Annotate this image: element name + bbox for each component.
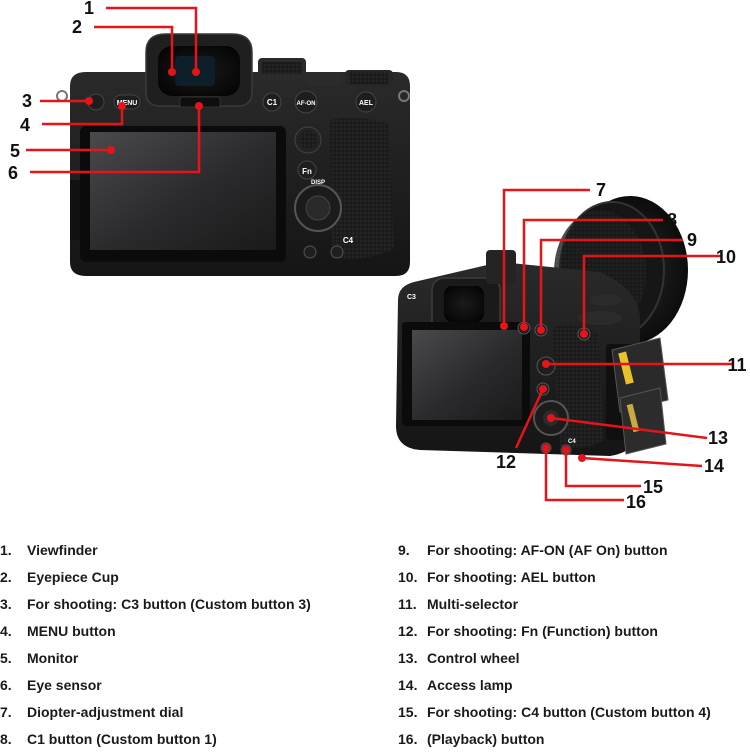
legend-item: 3. For shooting: C3 button (Custom button… [0,592,380,619]
callout-16: 16 [626,492,646,512]
legend-item: 1. Viewfinder [0,538,380,565]
legend-text: MENU button [27,623,116,639]
legend-text: For shooting: AEL button [427,569,596,585]
legend-number: 2. [0,569,12,585]
callout-6: 6 [8,163,18,183]
callout-2: 2 [72,17,82,37]
legend-item: 7. Diopter-adjustment dial [0,700,380,727]
leader-8 [522,218,663,326]
leader-9 [539,238,683,329]
legend-number: 14. [398,677,418,693]
callout-8: 8 [667,210,677,230]
c4-small-label: C4 [568,439,576,445]
callout-11: 11 [727,355,746,375]
legend-number: 13. [398,650,418,666]
leader-12 [514,388,545,449]
legend-number: 1. [0,542,12,558]
leader-4 [42,106,124,126]
legend-number: 5. [0,650,12,666]
legend-text: For shooting: C4 button (Custom button 4… [427,704,711,720]
c4-label: C4 [343,236,354,245]
legend-item: 12. For shooting: Fn (Function) button [398,619,750,646]
c3-small-label: C3 [407,294,416,301]
legend-item: 5. Monitor [0,646,380,673]
legend-number: 11. [398,596,417,612]
legend-number: 6. [0,677,12,693]
legend-item: 14. Access lamp [398,673,750,700]
legend-text: Multi-selector [427,596,519,612]
legend-item: 8. C1 button (Custom button 1) [0,727,380,754]
callout-13: 13 [708,428,728,448]
legend-text: Eyepiece Cup [27,569,119,585]
leader-16 [544,448,624,502]
memory-card-back [619,387,667,455]
callout-10: 10 [716,247,736,267]
legend-text: For shooting: C3 button (Custom button 3… [27,596,311,612]
ael-label: AEL [359,100,374,107]
legend-number: 4. [0,623,12,639]
leader-2 [94,25,174,71]
legend-left-column: 1. Viewfinder 2. Eyepiece Cup 3. For shooti… [0,538,380,754]
camera-angle-view: C3 C4 [396,196,688,461]
callout-12: 12 [496,452,516,472]
legend-item: 11. Multi-selector [398,592,750,619]
leader-13 [550,416,708,440]
legend-number: 10. [398,569,418,585]
callout-5: 5 [10,141,20,161]
callout-dots [85,68,588,462]
leader-1 [106,6,198,71]
legend-item: 2. Eyepiece Cup [0,565,380,592]
legend-text: For shooting: AF-ON (AF On) button [427,542,668,558]
leader-10 [582,254,722,333]
callout-15: 15 [643,477,663,497]
legend-number: 7. [0,704,12,720]
legend-number: 9. [398,542,410,558]
legend-text: Eye sensor [27,677,102,693]
callout-3: 3 [22,91,32,111]
legend-text: (Playback) button [427,731,545,747]
legend-text: C1 button (Custom button 1) [27,731,217,747]
camera-rear-view: Fn DISP C4 MENU C1 AF-ON AEL [56,33,410,276]
legend-text: For shooting: Fn (Function) button [427,623,658,639]
c1-label: C1 [267,98,278,107]
leader-7 [502,188,590,326]
legend-item: 15. For shooting: C4 button (Custom butto… [398,700,750,727]
legend-number: 16. [398,731,418,747]
callout-7: 7 [596,180,606,200]
callout-numbers: 1 2 3 4 5 6 7 8 9 10 11 12 13 14 15 16 [8,0,747,512]
callout-14: 14 [704,456,724,476]
camera-diagram: Fn DISP C4 MENU C1 AF-ON AEL [8,0,747,512]
disp-label: DISP [311,180,325,186]
leader-14 [581,456,703,468]
leader-6 [30,106,201,174]
legend-text: Diopter-adjustment dial [27,704,184,720]
af-on-label: AF-ON [297,101,316,107]
callout-4: 4 [20,115,30,135]
callout-lines [26,6,734,502]
legend-item: 4. MENU button [0,619,380,646]
legend-number: 15. [398,704,418,720]
leader-15 [564,450,641,488]
legend-item: 9. For shooting: AF-ON (AF On) button [398,538,750,565]
legend-item: 16. (Playback) button [398,727,750,754]
legend-number: 8. [0,731,12,747]
fn-label: Fn [302,167,312,176]
legend-text: Viewfinder [27,542,98,558]
legend-number: 12. [398,623,418,639]
legend-item: 10. For shooting: AEL button [398,565,750,592]
legend-text: Monitor [27,650,79,666]
legend-text: Access lamp [427,677,513,693]
legend-right-column: 9. For shooting: AF-ON (AF On) button 10.… [398,538,750,754]
legend-item: 6. Eye sensor [0,673,380,700]
parts-legend: 1. Viewfinder 2. Eyepiece Cup 3. For shooti… [0,538,750,750]
callout-1: 1 [84,0,94,18]
legend-number: 3. [0,596,12,612]
legend-text: Control wheel [427,650,520,666]
menu-label: MENU [117,100,138,107]
callout-9: 9 [687,230,697,250]
legend-item: 13. Control wheel [398,646,750,673]
